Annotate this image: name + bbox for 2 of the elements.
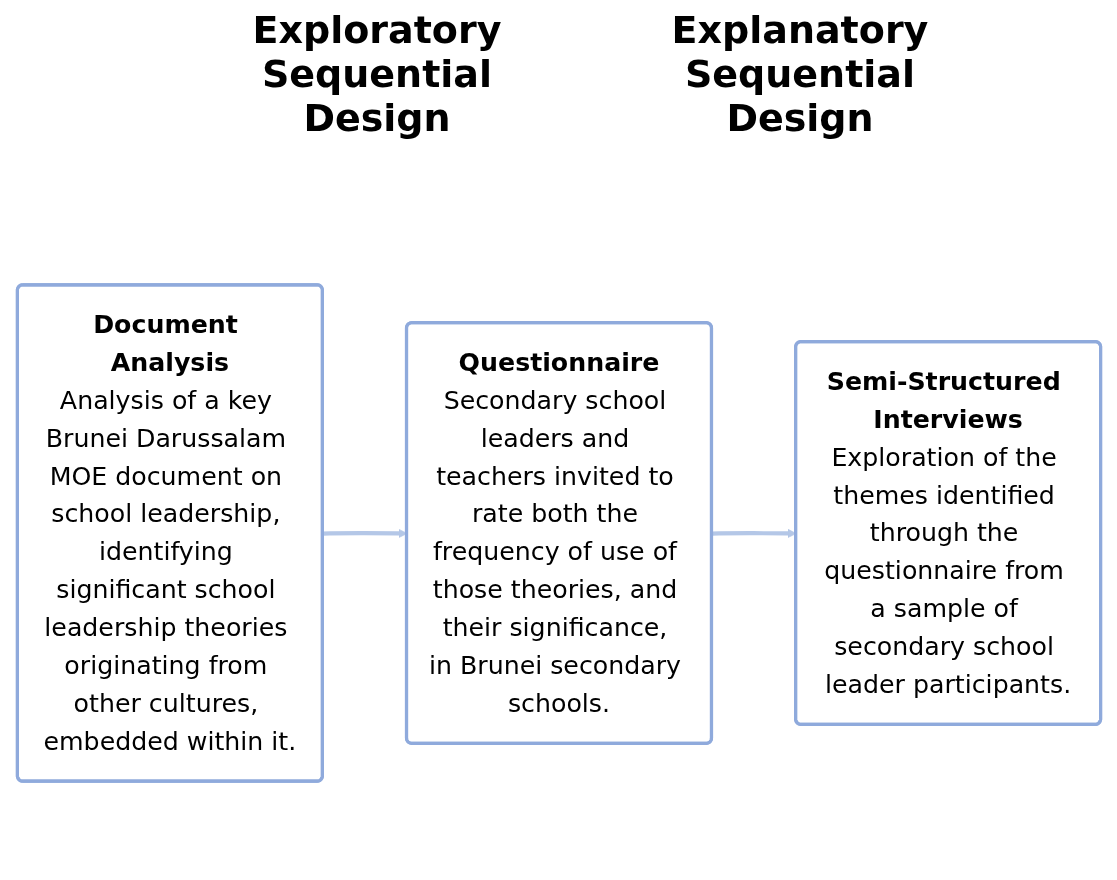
section-heading: Explanatory Sequential Design (670, 8, 930, 140)
section-heading: Exploratory Sequential Design (251, 8, 503, 140)
